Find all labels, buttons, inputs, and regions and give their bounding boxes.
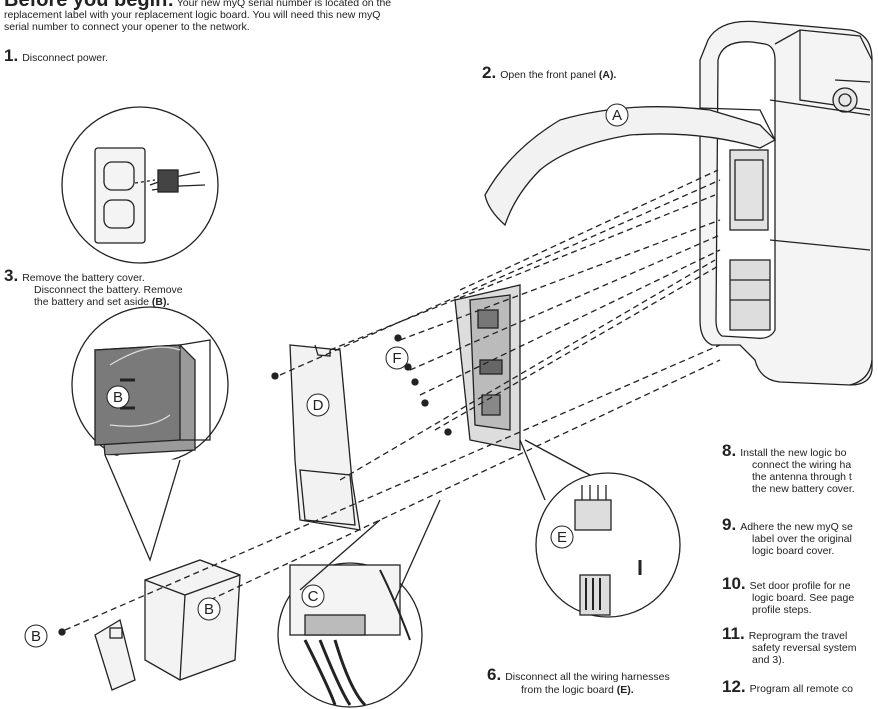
screws-f — [58, 334, 452, 636]
step-11-text-2: safety reversal system — [752, 642, 857, 654]
step-1-text: Disconnect power. — [22, 52, 108, 64]
assembly-guide-lines — [64, 169, 721, 631]
battery-inset — [71, 306, 229, 464]
step-8-text-2: connect the wiring ha — [752, 459, 852, 471]
callout-d: D — [306, 393, 330, 417]
step-8-text-3: the antenna through t — [752, 471, 852, 483]
step-8-number: 8. — [722, 441, 737, 460]
connector-inset-e — [535, 472, 681, 618]
garage-door-opener-housing — [699, 20, 873, 386]
step-9-text-2: label over the original — [752, 533, 852, 545]
before-you-begin-line3: serial number to connect your opener to … — [4, 21, 250, 33]
logic-board — [454, 284, 521, 451]
callout-e: E — [550, 525, 574, 549]
step-10-text-2: logic board. See page — [752, 592, 855, 604]
step-2-number: 2. — [482, 63, 497, 82]
callout-a-letter: A — [612, 107, 622, 124]
callout-e-letter: E — [557, 529, 567, 546]
callout-b-battery: B — [106, 385, 130, 409]
harness-inset-c — [277, 562, 423, 708]
callout-d-letter: D — [313, 397, 324, 414]
callout-f-letter: F — [392, 350, 401, 367]
callout-a: A — [605, 103, 629, 127]
step-3-text-2: Disconnect the battery. Remove — [34, 284, 183, 296]
before-you-begin-title: Before you begin: — [4, 0, 175, 11]
callout-c-letter: C — [308, 588, 319, 605]
step-1: 1.Disconnect power. — [4, 46, 108, 65]
battery-box — [94, 559, 241, 691]
step-9: 9.Adhere the new myQ se label over the o… — [722, 516, 853, 557]
step-8-text-4: the new battery cover. — [752, 483, 855, 495]
step-9-text-3: logic board cover. — [752, 545, 835, 557]
step-8-text: Install the new logic bo — [740, 447, 847, 459]
step-3-number: 3. — [4, 266, 19, 285]
step-2-ref: (A). — [598, 69, 617, 81]
before-you-begin-note: Before you begin: Your new myQ serial nu… — [4, 0, 474, 33]
step-3-text-3: the battery and set aside — [34, 296, 149, 308]
front-panel-a — [484, 106, 777, 227]
step-3: 3.Remove the battery cover. Disconnect t… — [4, 267, 183, 308]
callout-b-cover-letter: B — [31, 628, 41, 645]
step-11-text: Reprogram the travel — [748, 630, 848, 642]
battery-cover-d — [289, 344, 361, 531]
step-2: 2.Open the front panel (A). — [482, 63, 617, 82]
step-10: 10.Set door profile for ne logic board. … — [722, 575, 855, 616]
step-1-number: 1. — [4, 46, 19, 65]
step-10-number: 10. — [722, 574, 746, 593]
step-10-text: Set door profile for ne — [749, 580, 851, 592]
step-12-number: 12. — [722, 677, 746, 696]
step-8: 8.Install the new logic bo connect the w… — [722, 442, 855, 495]
step-10-text-3: profile steps. — [752, 604, 812, 616]
step-6-ref: (E). — [616, 684, 634, 696]
callout-b-box-letter: B — [204, 601, 214, 618]
power-outlet-inset — [61, 106, 219, 264]
step-6-text: Disconnect all the wiring harnesses — [505, 671, 670, 683]
callout-b-letter: B — [113, 389, 123, 406]
step-11-text-3: and 3). — [752, 654, 785, 666]
step-9-number: 9. — [722, 515, 737, 534]
callout-f: F — [385, 346, 409, 370]
step-6-text-2: from the logic board — [521, 684, 614, 696]
callout-b-cover: B — [24, 624, 48, 648]
step-11: 11.Reprogram the travel safety reversal … — [722, 625, 857, 666]
step-11-number: 11. — [722, 624, 745, 643]
step-3-ref: (B). — [151, 296, 170, 308]
step-12-text: Program all remote co — [749, 683, 853, 695]
step-3-text: Remove the battery cover. — [22, 272, 145, 284]
step-12: 12.Program all remote co — [722, 677, 853, 696]
step-6-number: 6. — [487, 665, 502, 684]
before-you-begin-line2: replacement label with your replacement … — [4, 9, 381, 21]
callout-b-box: B — [197, 597, 221, 621]
callout-c: C — [301, 584, 325, 608]
step-6: 6.Disconnect all the wiring harnesses fr… — [487, 665, 670, 697]
step-2-text: Open the front panel — [500, 69, 596, 81]
step-9-text: Adhere the new myQ se — [740, 521, 853, 533]
before-you-begin-line1: Your new myQ serial number is located on… — [176, 0, 392, 9]
